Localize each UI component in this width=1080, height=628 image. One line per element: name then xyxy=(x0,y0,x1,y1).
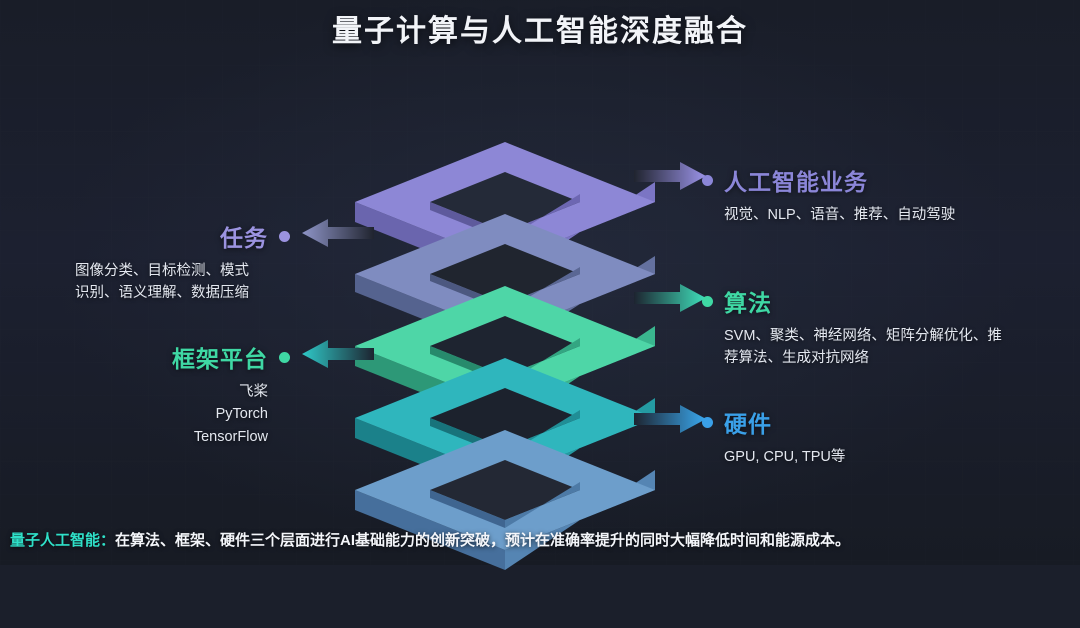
label-desc-framework: 飞桨 PyTorch TensorFlow xyxy=(40,381,290,448)
slide-canvas: 量子计算与人工智能深度融合 xyxy=(0,0,1080,570)
desc-line: 视觉、NLP、语音、推荐、自动驾驶 xyxy=(724,207,956,223)
label-heading-ai-business: 人工智能业务 xyxy=(724,169,868,195)
bullet-dot-hardware xyxy=(702,416,713,428)
desc-line: TensorFlow xyxy=(193,428,268,445)
page-title: 量子计算与人工智能深度融合 xyxy=(332,15,748,48)
label-framework: 框架平台 飞桨 PyTorch TensorFlow xyxy=(40,340,290,448)
isometric-stack-diagram xyxy=(335,110,675,570)
label-task: 任务 图像分类、目标检测、模式 识别、语义理解、数据压缩 xyxy=(40,219,290,305)
arrow-to-ai-business xyxy=(634,161,706,191)
desc-line: 识别、语义理解、数据压缩 xyxy=(75,285,249,302)
desc-line: PyTorch xyxy=(215,406,268,423)
label-heading-task: 任务 xyxy=(220,225,268,251)
desc-line: SVM、聚类、神经网络、矩阵分解优化、推 xyxy=(724,328,1002,344)
desc-line: GPU, CPU, TPU等 xyxy=(724,449,846,465)
caption-key: 量子人工智能： xyxy=(10,532,116,549)
desc-line: 飞桨 xyxy=(239,384,268,400)
bullet-dot-algorithm xyxy=(702,295,713,307)
label-desc-hardware: GPU, CPU, TPU等 xyxy=(702,446,845,468)
bullet-dot-framework xyxy=(279,351,290,363)
caption-body: 在算法、框架、硬件三个层面进行AI基础能力的创新突破，预计在准确率提升的同时大幅… xyxy=(115,532,851,549)
label-algorithm: 算法 SVM、聚类、神经网络、矩阵分解优化、推 荐算法、生成对抗网络 xyxy=(702,284,1002,370)
arrow-to-task xyxy=(302,218,374,248)
label-heading-algorithm: 算法 xyxy=(724,290,772,316)
arrow-to-hardware xyxy=(634,404,706,434)
desc-line: 图像分类、目标检测、模式 xyxy=(75,263,249,279)
label-desc-task: 图像分类、目标检测、模式 识别、语义理解、数据压缩 xyxy=(40,260,290,305)
label-desc-algorithm: SVM、聚类、神经网络、矩阵分解优化、推 荐算法、生成对抗网络 xyxy=(702,325,1002,370)
label-desc-ai-business: 视觉、NLP、语音、推荐、自动驾驶 xyxy=(702,204,955,226)
bullet-dot-ai-business xyxy=(702,174,713,186)
footer-caption: 量子人工智能：在算法、框架、硬件三个层面进行AI基础能力的创新突破，预计在准确率… xyxy=(10,530,1070,551)
bullet-dot-task xyxy=(279,230,290,242)
label-hardware: 硬件 GPU, CPU, TPU等 xyxy=(702,405,845,468)
stack-layer-hardware xyxy=(335,398,675,628)
label-heading-hardware: 硬件 xyxy=(724,411,772,437)
desc-line: 荐算法、生成对抗网络 xyxy=(724,350,869,367)
label-heading-framework: 框架平台 xyxy=(172,346,268,372)
stack-layer-ai-business xyxy=(335,110,675,340)
arrow-to-framework xyxy=(302,339,374,369)
stack-layer-task xyxy=(335,182,675,412)
label-ai-business: 人工智能业务 视觉、NLP、语音、推荐、自动驾驶 xyxy=(702,163,955,226)
arrow-to-algorithm xyxy=(634,283,706,313)
